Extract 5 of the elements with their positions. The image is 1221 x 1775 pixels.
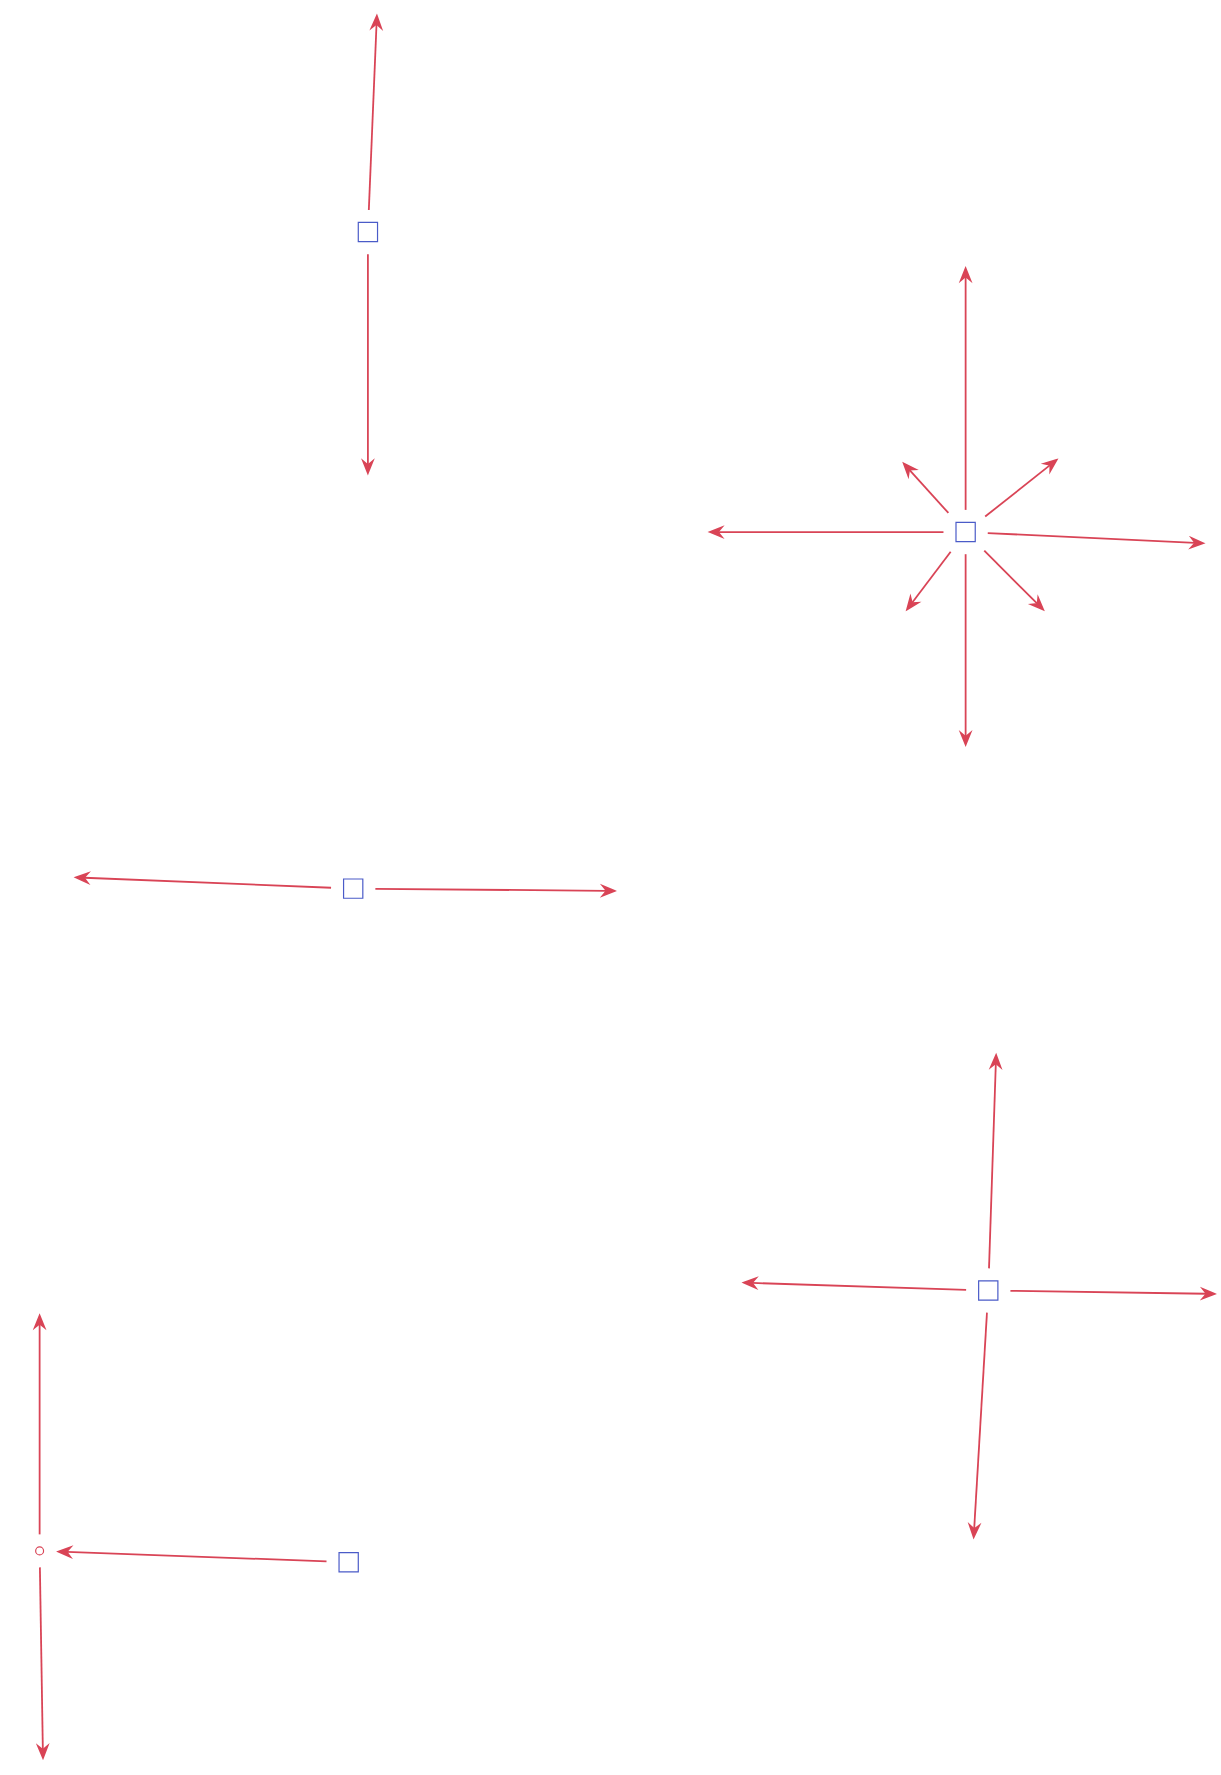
square-symbol [338,1551,359,1573]
square-symbol [955,521,976,543]
square-symbol [357,221,378,243]
square-symbol [342,878,364,899]
square-symbol [977,1280,999,1301]
